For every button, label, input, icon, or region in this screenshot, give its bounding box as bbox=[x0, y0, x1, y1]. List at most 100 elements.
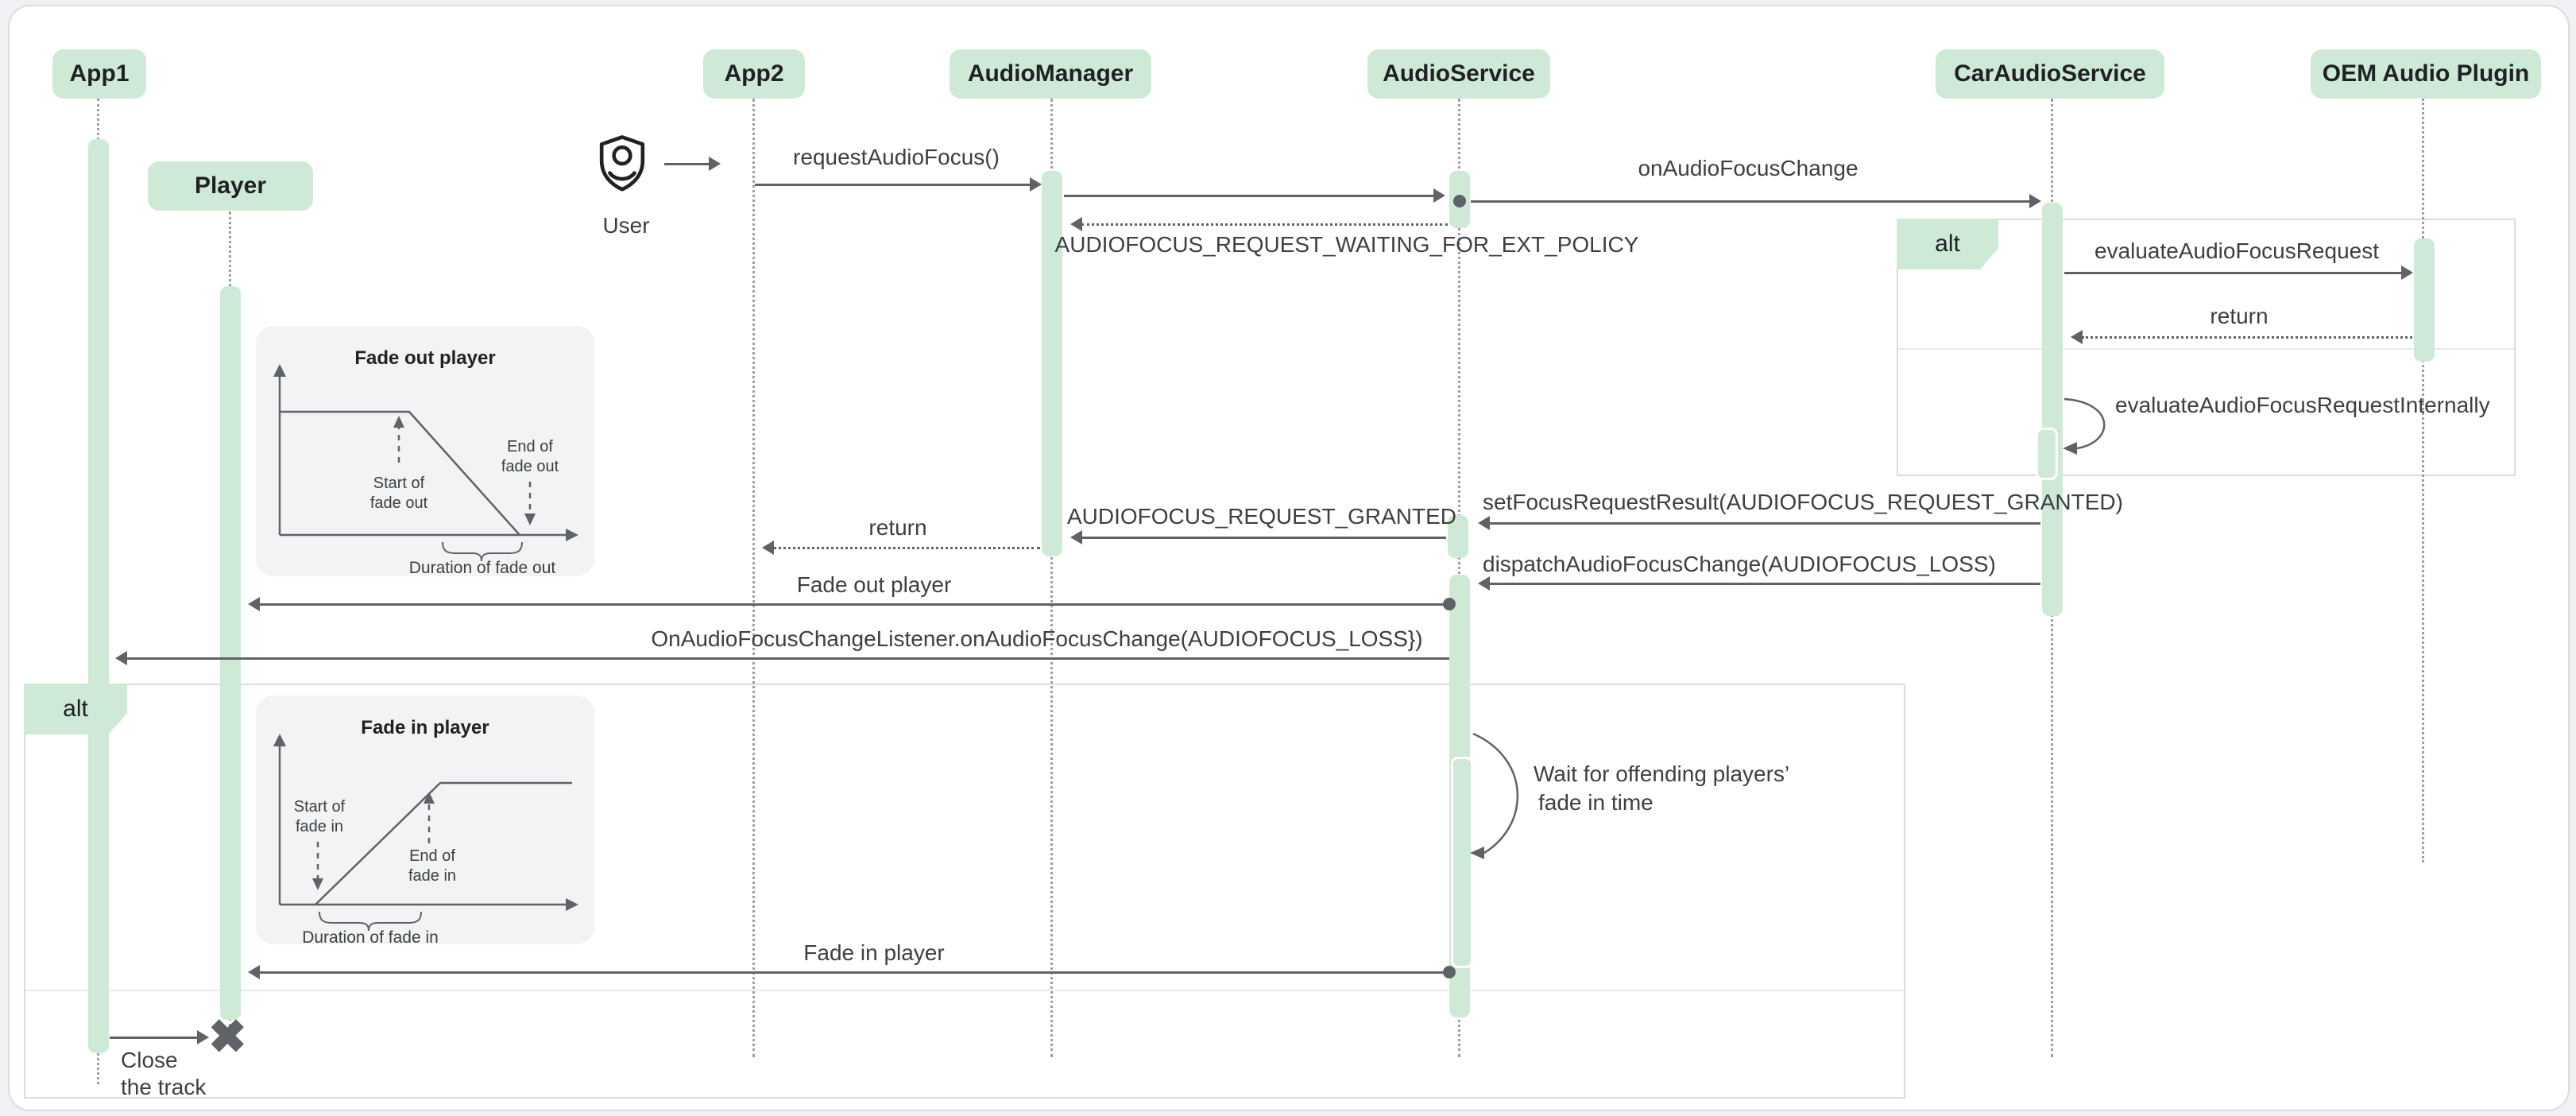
fade-out-start-label-2: fade out bbox=[370, 494, 428, 512]
user-shield-icon bbox=[599, 135, 645, 192]
on-audio-focus-change-arrowhead-icon bbox=[2029, 194, 2041, 208]
fade-in-duration-brace bbox=[319, 911, 422, 932]
y-axis-arrow-icon bbox=[273, 364, 286, 377]
fade-out-origin-dot bbox=[1443, 598, 1456, 610]
lifeline-app2 bbox=[752, 99, 755, 1057]
alt-left-label: alt bbox=[24, 684, 127, 734]
alt-right-label-text: alt bbox=[1935, 231, 1960, 257]
start-fade-in-arrow-icon bbox=[312, 878, 323, 890]
alt-right-label: alt bbox=[1897, 219, 1998, 269]
manager-to-service-line bbox=[1064, 195, 1433, 197]
fade-in-start-label-1: Start of bbox=[294, 798, 346, 816]
wait-loop-arrow bbox=[1470, 732, 1518, 859]
participant-app1: App1 bbox=[52, 49, 146, 99]
set-focus-result-line bbox=[1489, 522, 2040, 525]
participant-caraudioservice: CarAudioService bbox=[1936, 49, 2164, 99]
msg-close-track-2: the track bbox=[121, 1075, 207, 1099]
activation-player bbox=[220, 286, 241, 1020]
participant-oem-audio-plugin-label: OEM Audio Plugin bbox=[2322, 60, 2530, 87]
msg-manager-return: return bbox=[868, 515, 927, 540]
fade-in-origin-dot bbox=[1443, 966, 1456, 978]
fade-out-chart: Fade out player Start of fade out End of… bbox=[273, 347, 578, 577]
participant-app1-label: App1 bbox=[69, 60, 130, 87]
participant-app2: App2 bbox=[703, 49, 805, 99]
msg-waiting-policy: AUDIOFOCUS_REQUEST_WAITING_FOR_EXT_POLIC… bbox=[1054, 232, 1639, 257]
close-track-line bbox=[110, 1037, 197, 1039]
y-axis-arrow-icon bbox=[273, 734, 286, 746]
evaluate-return-arrowhead-icon bbox=[2071, 330, 2083, 344]
x-axis-arrow-icon bbox=[566, 529, 578, 541]
alt-fragment-right bbox=[1897, 219, 2516, 476]
fade-out-start-label-1: Start of bbox=[373, 475, 425, 492]
alt-left-divider bbox=[25, 990, 1904, 991]
user-arrowhead-icon bbox=[709, 157, 721, 171]
evaluate-return-line bbox=[2082, 336, 2412, 339]
fade-out-player-arrowhead-icon bbox=[248, 597, 260, 611]
x-axis-arrow-icon bbox=[566, 898, 578, 911]
msg-fade-in-player: Fade in player bbox=[803, 940, 945, 965]
user-label: User bbox=[602, 213, 650, 238]
manager-return-arrowhead-icon bbox=[762, 541, 774, 555]
msg-close-track-1: Close bbox=[121, 1048, 178, 1072]
msg-fade-out-player: Fade out player bbox=[796, 572, 952, 597]
participant-app2-label: App2 bbox=[724, 60, 784, 87]
participant-audiomanager-label: AudioManager bbox=[967, 60, 1134, 87]
activation-caraudioservice bbox=[2042, 203, 2063, 616]
request-audio-focus-arrowhead-icon bbox=[1030, 177, 1042, 192]
lifeline-oem-audio-plugin bbox=[2422, 99, 2424, 862]
msg-wait-note-2: fade in time bbox=[1538, 790, 1654, 815]
listener-focus-change-arrowhead-icon bbox=[115, 651, 127, 665]
msg-evaluate-request: evaluateAudioFocusRequest bbox=[2094, 238, 2380, 263]
request-granted-arrowhead-icon bbox=[1070, 530, 1082, 544]
fade-in-title: Fade in player bbox=[361, 717, 489, 738]
msg-set-focus-result: setFocusRequestResult(AUDIOFOCUS_REQUEST… bbox=[1483, 490, 2123, 514]
listener-focus-change-line bbox=[126, 657, 1449, 660]
msg-evaluate-return: return bbox=[2210, 304, 2269, 328]
fade-in-duration-label: Duration of fade in bbox=[302, 928, 439, 947]
participant-audioservice: AudioService bbox=[1367, 49, 1550, 99]
end-fade-in-arrow-icon bbox=[424, 792, 435, 804]
alt-left-label-text: alt bbox=[63, 696, 88, 722]
waiting-policy-arrowhead-icon bbox=[1070, 217, 1082, 231]
user-arrow-line bbox=[664, 163, 709, 165]
activation-caraudioservice-nested bbox=[2036, 428, 2058, 480]
fade-in-end-label-2: fade in bbox=[408, 867, 456, 885]
request-audio-focus-line bbox=[755, 184, 1030, 186]
participant-player: Player bbox=[148, 161, 313, 211]
start-fade-out-arrow-icon bbox=[393, 416, 404, 428]
request-granted-line bbox=[1081, 537, 1446, 539]
participant-caraudioservice-label: CarAudioService bbox=[1954, 60, 2146, 87]
fade-out-title: Fade out player bbox=[354, 347, 495, 369]
activation-oem-audio-plugin bbox=[2414, 238, 2435, 362]
end-fade-out-arrow-icon bbox=[524, 513, 536, 525]
participant-player-label: Player bbox=[194, 172, 267, 199]
alt-right-divider bbox=[1898, 348, 2514, 350]
fade-out-end-label-1: End of bbox=[507, 438, 553, 455]
evaluate-internally-loop-arrow bbox=[2063, 397, 2106, 455]
fade-out-duration-brace bbox=[442, 541, 523, 562]
msg-on-audio-focus-change: onAudioFocusChange bbox=[1638, 156, 1859, 180]
msg-request-granted: AUDIOFOCUS_REQUEST_GRANTED bbox=[1066, 504, 1457, 529]
dispatch-focus-change-line bbox=[1489, 583, 2040, 585]
fade-in-player-arrowhead-icon bbox=[248, 965, 260, 979]
fade-in-chart: Fade in player Start of fade in End of f… bbox=[273, 717, 578, 947]
fade-in-start-label-2: fade in bbox=[296, 818, 343, 835]
dispatch-focus-change-arrowhead-icon bbox=[1478, 576, 1490, 591]
participant-oem-audio-plugin: OEM Audio Plugin bbox=[2311, 49, 2541, 99]
evaluate-request-line bbox=[2064, 272, 2401, 274]
on-audio-focus-change-line bbox=[1471, 200, 2029, 203]
set-focus-result-arrowhead-icon bbox=[1478, 516, 1490, 530]
fade-in-player-line bbox=[259, 971, 1449, 974]
fade-out-end-label-2: fade out bbox=[501, 458, 559, 475]
msg-wait-note-1: Wait for offending players’ bbox=[1534, 761, 1790, 786]
fade-out-curve bbox=[280, 410, 520, 536]
participant-audioservice-label: AudioService bbox=[1383, 60, 1535, 87]
fade-in-end-label-1: End of bbox=[409, 847, 455, 865]
lifeline-audiomanager bbox=[1050, 99, 1053, 1057]
fade-out-duration-label: Duration of fade out bbox=[409, 559, 556, 577]
destroy-x-icon: ✖ bbox=[208, 1011, 247, 1063]
fade-out-player-line bbox=[259, 603, 1449, 606]
evaluate-request-arrowhead-icon bbox=[2401, 265, 2413, 280]
activation-audioservice-nested bbox=[1451, 757, 1473, 968]
msg-listener-focus-change: OnAudioFocusChangeListener.onAudioFocusC… bbox=[651, 626, 1423, 651]
